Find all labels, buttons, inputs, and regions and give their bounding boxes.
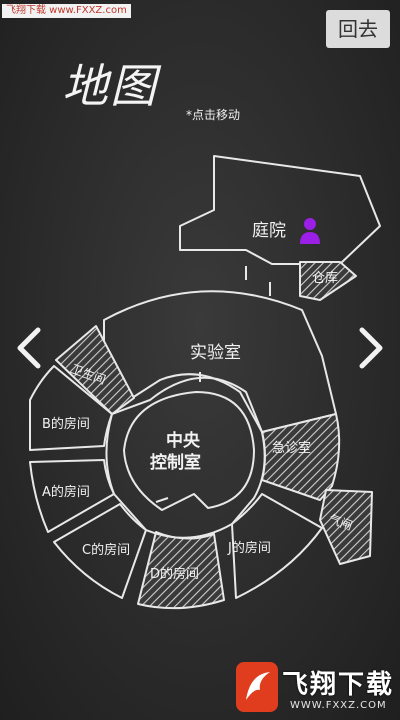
label-storage: 仓库 bbox=[312, 270, 338, 286]
room-c[interactable] bbox=[53, 503, 147, 599]
logo-name: 飞翔下载 bbox=[282, 670, 395, 700]
arrow-left-icon[interactable] bbox=[14, 326, 44, 370]
label-lab: 实验室 bbox=[190, 343, 241, 363]
room-courtyard[interactable] bbox=[179, 155, 381, 265]
label-emergency: 急诊室 bbox=[272, 440, 311, 456]
logo-url: WWW.FXXZ.COM bbox=[290, 700, 387, 711]
room-bathroom[interactable] bbox=[55, 325, 135, 415]
room-a[interactable] bbox=[29, 459, 115, 533]
page-title: 地图 bbox=[62, 59, 158, 113]
label-control-line2: 控制室 bbox=[150, 452, 201, 473]
inner-passage-ring bbox=[105, 376, 266, 539]
arrow-right-icon[interactable] bbox=[356, 326, 386, 370]
hint-text: *点击移动 bbox=[186, 108, 241, 122]
label-room-c: C的房间 bbox=[82, 542, 130, 558]
room-central-control[interactable] bbox=[123, 391, 255, 511]
label-room-d: D的房间 bbox=[150, 566, 199, 582]
label-room-b: B的房间 bbox=[42, 416, 90, 432]
player-icon bbox=[300, 218, 320, 244]
door-control bbox=[155, 497, 169, 503]
room-lab[interactable] bbox=[103, 290, 337, 433]
room-j[interactable] bbox=[231, 493, 323, 599]
label-room-j: J的房间 bbox=[227, 540, 271, 556]
watermark-banner: 飞翔下载 www.FXXZ.com bbox=[2, 4, 131, 18]
room-airlock[interactable] bbox=[319, 489, 373, 565]
label-courtyard: 庭院 bbox=[252, 221, 286, 241]
logo-icon bbox=[236, 662, 278, 712]
label-room-a: A的房间 bbox=[42, 484, 90, 500]
room-emergency[interactable] bbox=[261, 413, 341, 501]
room-storage[interactable] bbox=[299, 261, 357, 301]
back-button[interactable]: 回去 bbox=[326, 10, 390, 48]
label-control-line1: 中央 bbox=[166, 430, 201, 451]
